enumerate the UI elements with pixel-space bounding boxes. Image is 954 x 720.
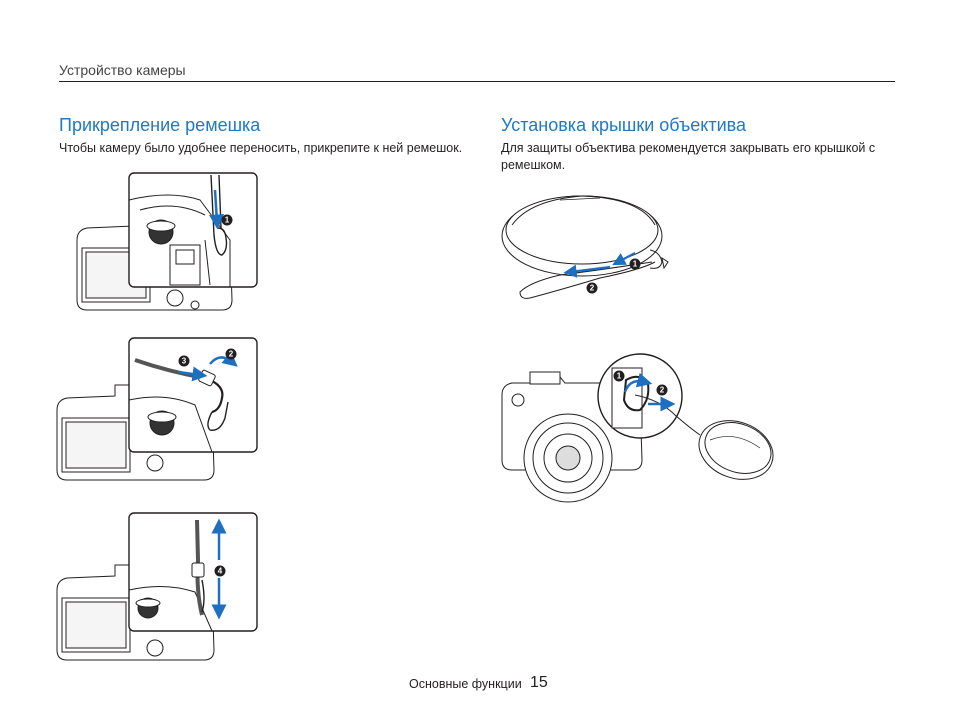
camera-strap-figure-3 [56,512,258,661]
right-section-text: Для защиты объектива рекомендуется закры… [501,141,876,172]
step-2-badge-camera: 2 [656,384,668,396]
step-2-number: 2 [229,350,234,359]
step-1-badge-fig1: 1 [221,214,233,226]
section-header: Устройство камеры [59,62,186,78]
step-1-number: 1 [225,216,230,225]
right-section-title: Установка крышки объектива [501,115,747,135]
step-2-number-cap: 2 [590,284,595,293]
lens-cap-figure [501,195,669,299]
header-divider [59,81,895,82]
camera-strap-figure-1 [76,172,258,311]
step-3-badge-fig2: 3 [178,355,190,367]
step-1-number-cap: 1 [633,260,638,269]
step-1-badge-camera: 1 [613,370,625,382]
camera-strap-figure-2 [56,337,258,481]
left-section-text: Чтобы камеру было удобнее переносить, пр… [59,141,463,155]
step-1-badge-cap: 1 [629,258,641,270]
left-section-title: Прикрепление ремешка [59,115,261,135]
step-4-badge-fig3: 4 [214,565,226,577]
step-1-number-camera: 1 [617,372,622,381]
camera-lens-cap-figure [501,353,774,503]
step-2-number-camera: 2 [660,386,665,395]
page-number: 15 [530,674,548,691]
step-2-badge-cap: 2 [586,282,598,294]
footer-section-label: Основные функции [409,677,522,691]
step-4-number: 4 [218,567,223,576]
step-3-number: 3 [182,357,187,366]
page-footer: Основные функции 15 [0,673,954,693]
step-2-badge-fig2: 2 [225,348,237,360]
